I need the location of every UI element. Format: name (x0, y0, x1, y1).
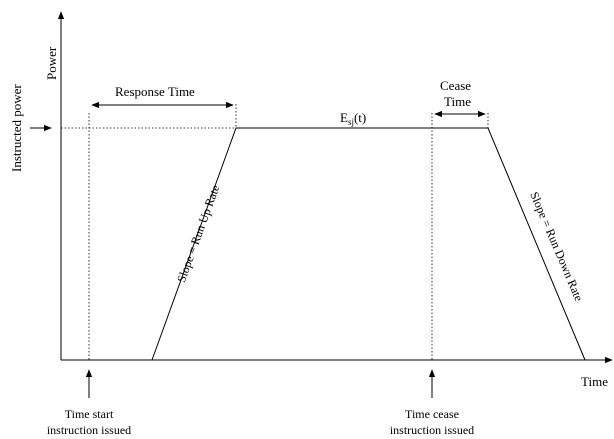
y-axis-label: Power (44, 46, 59, 80)
energy-label-base: E (340, 110, 348, 125)
cease-time-label-line2: Time (444, 94, 471, 109)
energy-label-subscript: sj (348, 117, 354, 127)
time-start-label-line1: Time start (65, 407, 114, 421)
response-time-label: Response Time (115, 84, 195, 99)
run-up-rate-label: Slope = Run Up Rate (174, 183, 222, 284)
energy-label: Esj(t) (340, 110, 366, 127)
run-down-rate-label: Slope = Run Down Rate (527, 190, 586, 304)
x-axis-label: Time (581, 374, 608, 389)
power-profile-line (151, 127, 586, 361)
cease-time-label-line1: Cease (440, 78, 471, 93)
instructed-power-label: Instructed power (9, 84, 24, 172)
energy-label-suffix: (t) (354, 110, 366, 125)
time-cease-label-line1: Time cease (405, 407, 459, 421)
time-start-label-line2: instruction issued (47, 423, 131, 437)
time-cease-label-line2: instruction issued (390, 423, 474, 437)
